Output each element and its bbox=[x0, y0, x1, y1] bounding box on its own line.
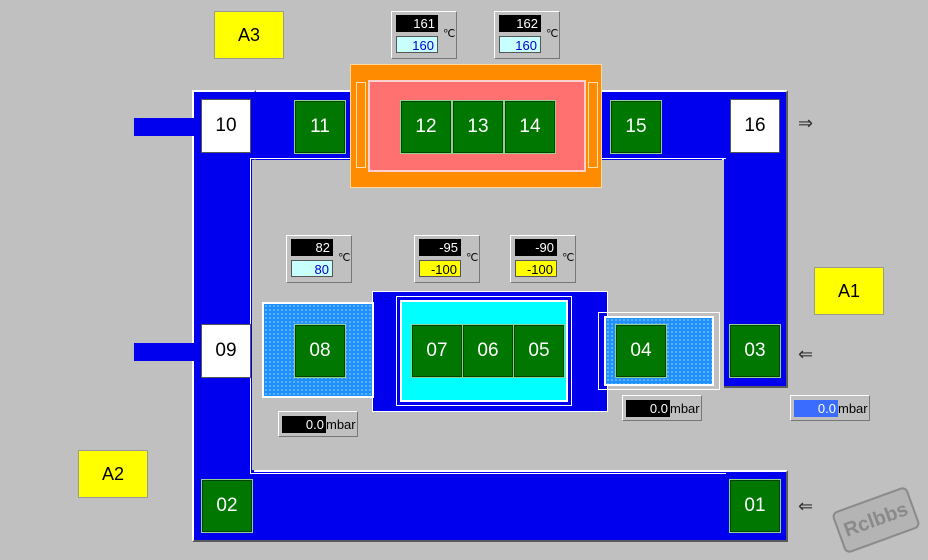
pressure-value: 0.0 bbox=[794, 400, 838, 417]
station-13[interactable]: 13 bbox=[452, 100, 504, 154]
zone-04-rail bbox=[598, 312, 720, 390]
station-12[interactable]: 12 bbox=[400, 100, 452, 154]
feed-stub-mid bbox=[134, 343, 194, 361]
temp-setpoint-input[interactable]: -100 bbox=[515, 260, 557, 277]
station-11[interactable]: 11 bbox=[294, 100, 346, 154]
station-07[interactable]: 07 bbox=[411, 324, 463, 378]
feed-stub-top bbox=[134, 118, 194, 136]
temp-setpoint-input[interactable]: 160 bbox=[499, 36, 541, 53]
track-bottom-fill bbox=[194, 472, 786, 540]
temp-actual: -95 bbox=[419, 239, 461, 256]
temp-unit: ℃ bbox=[546, 28, 559, 40]
temp-setpoint-input[interactable]: 160 bbox=[396, 36, 438, 53]
temp-actual: -90 bbox=[515, 239, 557, 256]
inflow-arrow-icon: ⇐ bbox=[798, 344, 814, 364]
pressure-readout-3: 0.0 mbar bbox=[790, 395, 870, 421]
station-06[interactable]: 06 bbox=[462, 324, 514, 378]
port-09[interactable]: 09 bbox=[201, 324, 251, 378]
heater-side-left bbox=[356, 82, 366, 168]
station-14[interactable]: 14 bbox=[504, 100, 556, 154]
outflow-arrow-icon: ⇒ bbox=[798, 113, 814, 133]
pressure-readout-1: 0.0 mbar bbox=[278, 411, 358, 437]
station-02[interactable]: 02 bbox=[201, 479, 253, 533]
station-15[interactable]: 15 bbox=[610, 100, 662, 154]
cold-chamber-outline bbox=[396, 296, 572, 406]
temp-actual: 161 bbox=[396, 15, 438, 32]
pressure-readout-2: 0.0 mbar bbox=[622, 395, 702, 421]
station-04[interactable]: 04 bbox=[615, 324, 667, 378]
station-03[interactable]: 03 bbox=[729, 324, 781, 378]
temp-unit: ℃ bbox=[466, 252, 479, 264]
label-a1[interactable]: A1 bbox=[814, 267, 884, 315]
pressure-unit: mbar bbox=[326, 417, 356, 432]
temp-readout-4: -95 -100 ℃ bbox=[414, 235, 480, 283]
temp-unit: ℃ bbox=[562, 252, 575, 264]
port-16[interactable]: 16 bbox=[730, 99, 780, 153]
inflow-arrow-icon: ⇐ bbox=[798, 496, 814, 516]
watermark-logo: Rclbbs bbox=[830, 485, 922, 555]
temp-unit: ℃ bbox=[443, 28, 456, 40]
temp-actual: 82 bbox=[291, 239, 333, 256]
temp-readout-5: -90 -100 ℃ bbox=[510, 235, 576, 283]
temp-unit: ℃ bbox=[338, 252, 351, 264]
temp-setpoint-input[interactable]: -100 bbox=[419, 260, 461, 277]
station-08[interactable]: 08 bbox=[294, 324, 346, 378]
temp-readout-3: 82 80 ℃ bbox=[286, 235, 352, 283]
pressure-value: 0.0 bbox=[626, 400, 670, 417]
label-a2[interactable]: A2 bbox=[78, 450, 148, 498]
temp-setpoint-input[interactable]: 80 bbox=[291, 260, 333, 277]
temp-readout-1: 161 160 ℃ bbox=[391, 11, 457, 59]
track-left-fill bbox=[194, 92, 254, 540]
station-05[interactable]: 05 bbox=[513, 324, 565, 378]
pressure-unit: mbar bbox=[670, 401, 700, 416]
temp-actual: 162 bbox=[499, 15, 541, 32]
heater-side-right bbox=[588, 82, 598, 168]
pressure-unit: mbar bbox=[838, 401, 868, 416]
port-10[interactable]: 10 bbox=[201, 99, 251, 153]
label-a3[interactable]: A3 bbox=[214, 11, 284, 59]
station-01[interactable]: 01 bbox=[729, 479, 781, 533]
pressure-value: 0.0 bbox=[282, 416, 326, 433]
temp-readout-2: 162 160 ℃ bbox=[494, 11, 560, 59]
